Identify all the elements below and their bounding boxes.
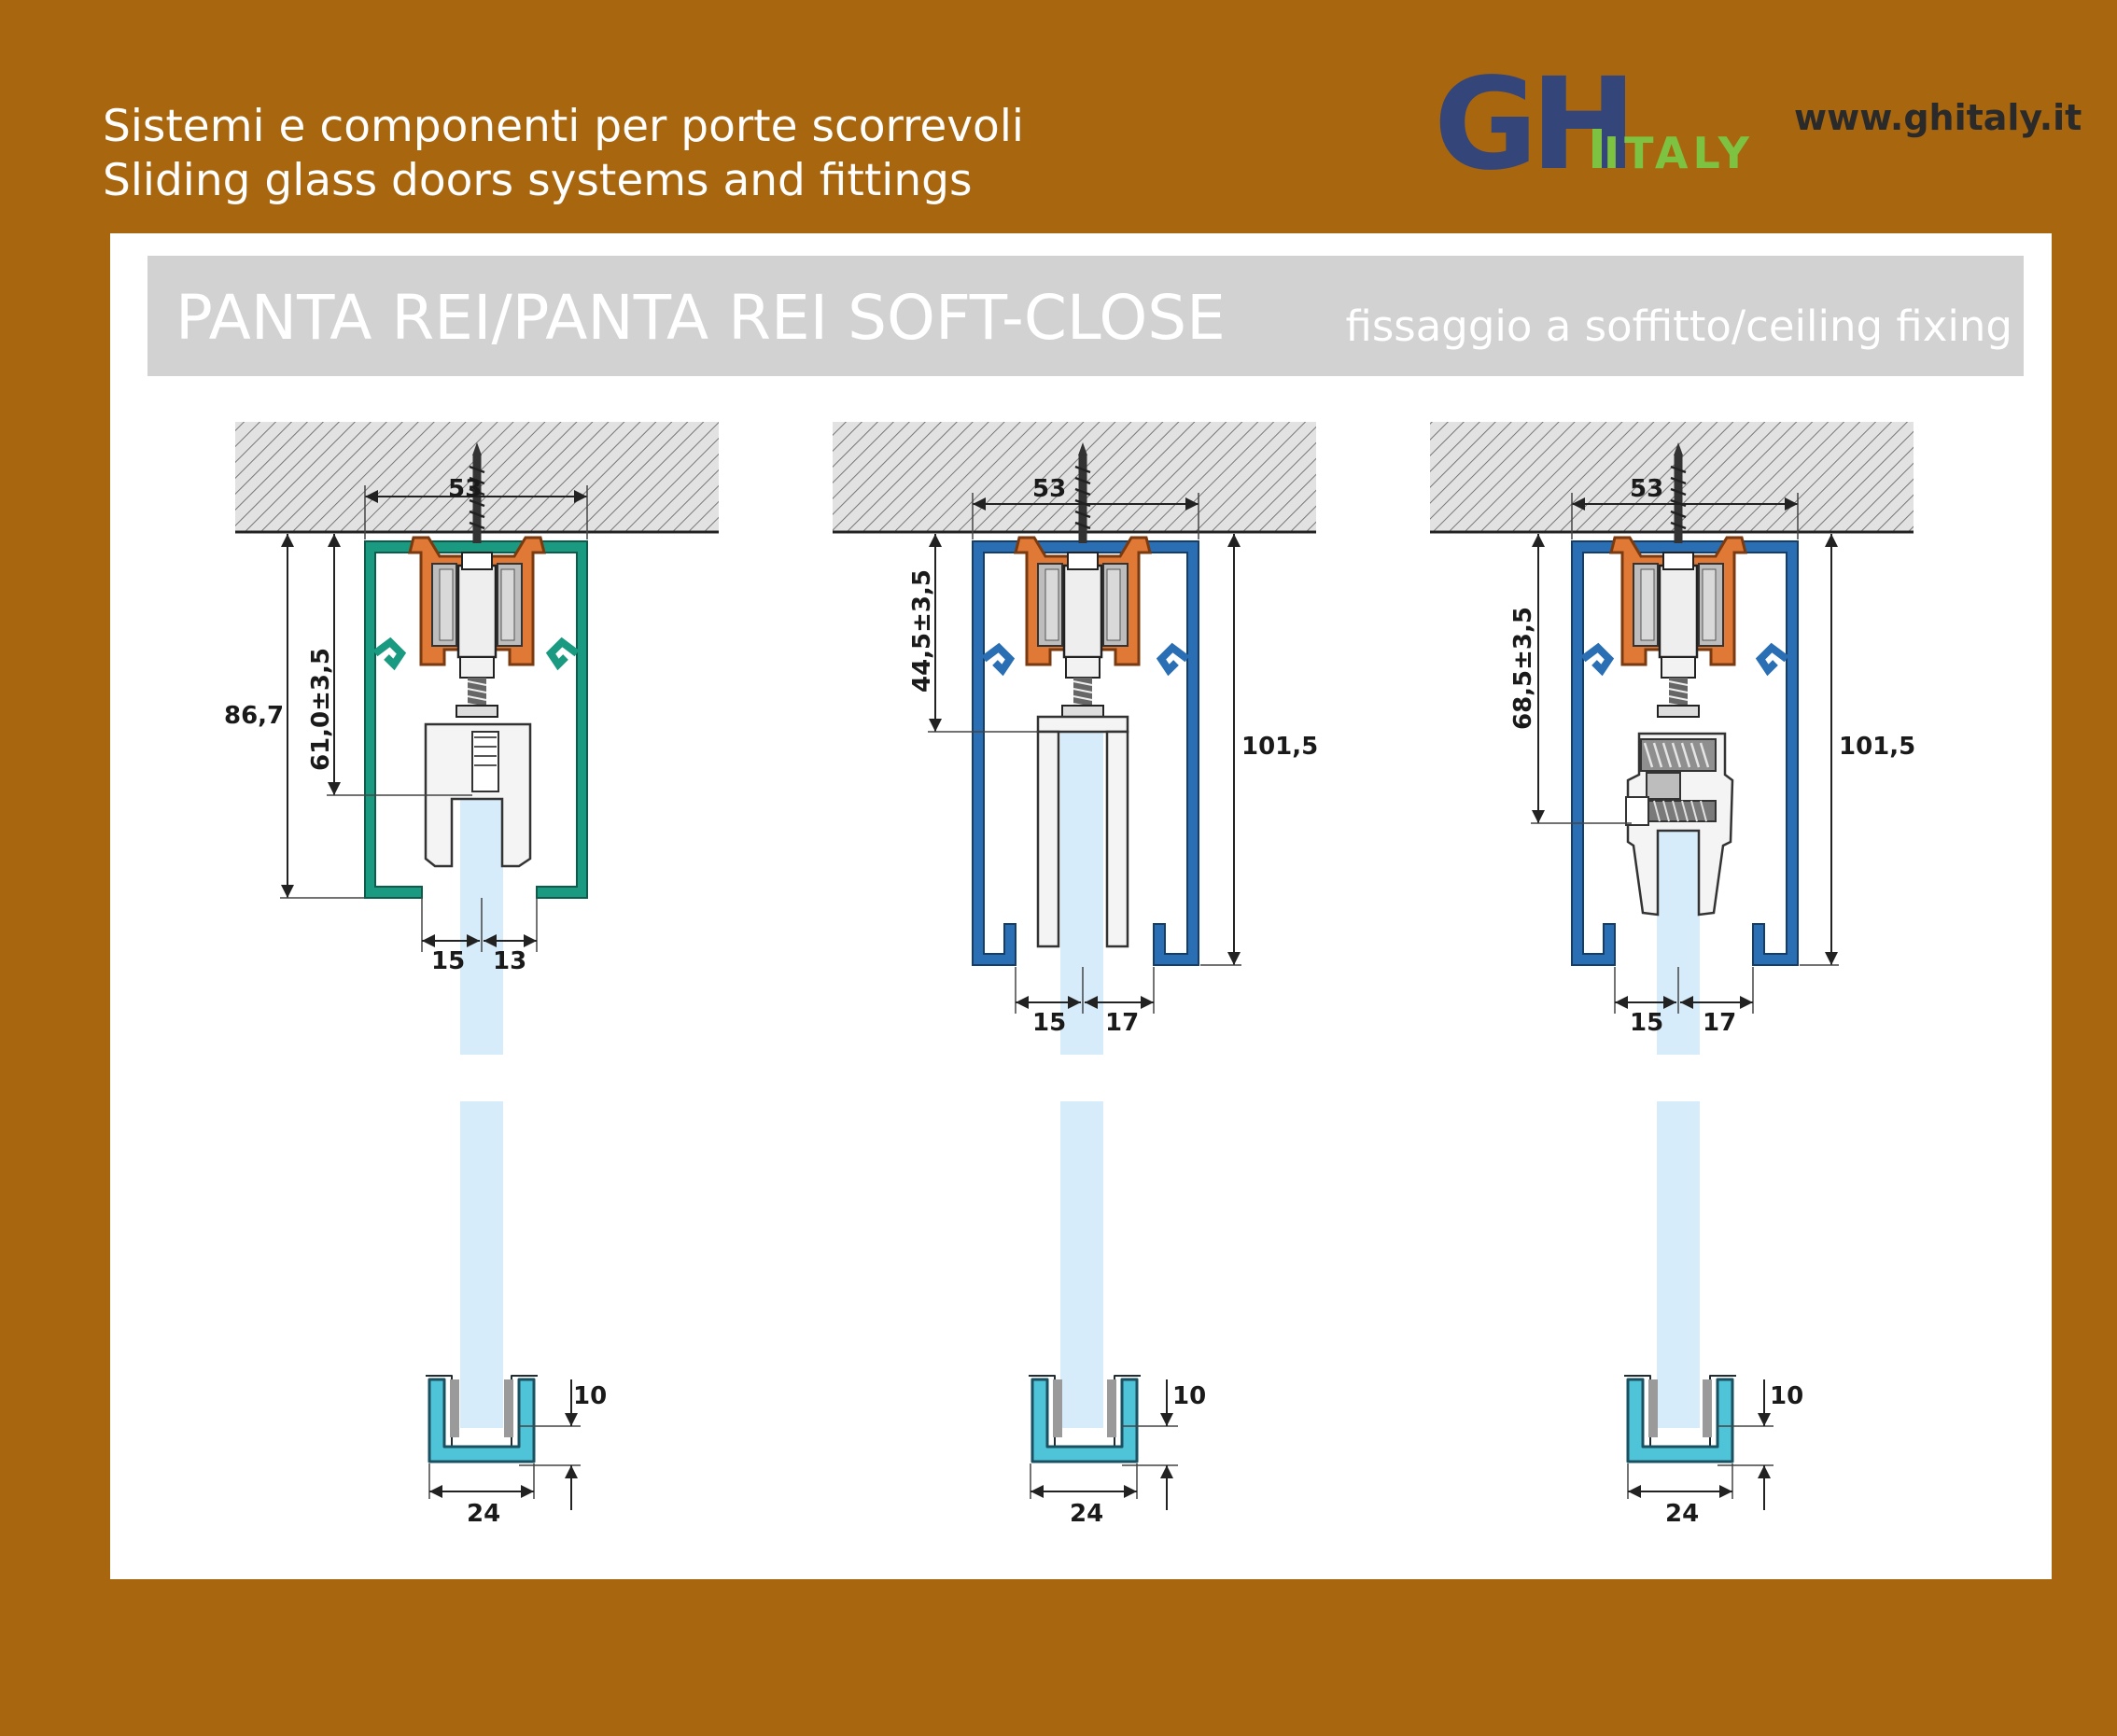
diagram-panta-rei-blue: 53 44,5±3,5 101,5 15 17 10 24 <box>833 422 1318 1528</box>
dim-adjust: 61,0±3,5 <box>307 648 335 771</box>
diagram-panta-rei-green: 53 86,7 61,0±3,5 15 13 10 24 <box>224 422 719 1528</box>
dim-guide-width: 24 <box>1070 1500 1103 1528</box>
diagram-panta-rei-soft-close: 53 68,5±3,5 101,5 15 17 10 24 <box>1430 422 1915 1528</box>
svg-text:ITALY: ITALY <box>1604 128 1754 177</box>
dim-guide-width: 24 <box>467 1500 500 1528</box>
dim-total-height: 86,7 <box>224 702 284 730</box>
product-title: PANTA REI/PANTA REI SOFT-CLOSE <box>175 282 1226 354</box>
dim-adjust: 68,5±3,5 <box>1509 607 1537 730</box>
dim-guide-width: 24 <box>1665 1500 1699 1528</box>
dim-guide-height: 10 <box>1770 1382 1803 1410</box>
tagline-italian: Sistemi e componenti per porte scorrevol… <box>103 101 1024 152</box>
dim-width-top: 53 <box>448 475 482 503</box>
dim-left-gap: 15 <box>1032 1009 1066 1037</box>
dim-right-gap: 13 <box>493 947 526 975</box>
svg-text:GH: GH <box>1434 56 1629 177</box>
dim-width-top: 53 <box>1630 475 1663 503</box>
ghitaly-logo: GH ITALY <box>1434 56 1754 177</box>
title-bar <box>147 256 2024 376</box>
dim-guide-height: 10 <box>1172 1382 1206 1410</box>
dim-total-height: 101,5 <box>1839 733 1915 761</box>
dim-right-gap: 17 <box>1703 1009 1736 1037</box>
dim-left-gap: 15 <box>431 947 465 975</box>
tagline-english: Sliding glass doors systems and fittings <box>103 155 973 206</box>
dim-right-gap: 17 <box>1105 1009 1139 1037</box>
dim-guide-height: 10 <box>573 1382 607 1410</box>
website-link[interactable]: www.ghitaly.it <box>1794 97 2082 138</box>
dim-width-top: 53 <box>1032 475 1066 503</box>
dim-adjust: 44,5±3,5 <box>908 569 936 693</box>
fixing-type-subtitle: fissaggio a soffitto/ceiling fixing <box>1345 301 2012 351</box>
dim-left-gap: 15 <box>1630 1009 1663 1037</box>
dim-total-height: 101,5 <box>1241 733 1318 761</box>
